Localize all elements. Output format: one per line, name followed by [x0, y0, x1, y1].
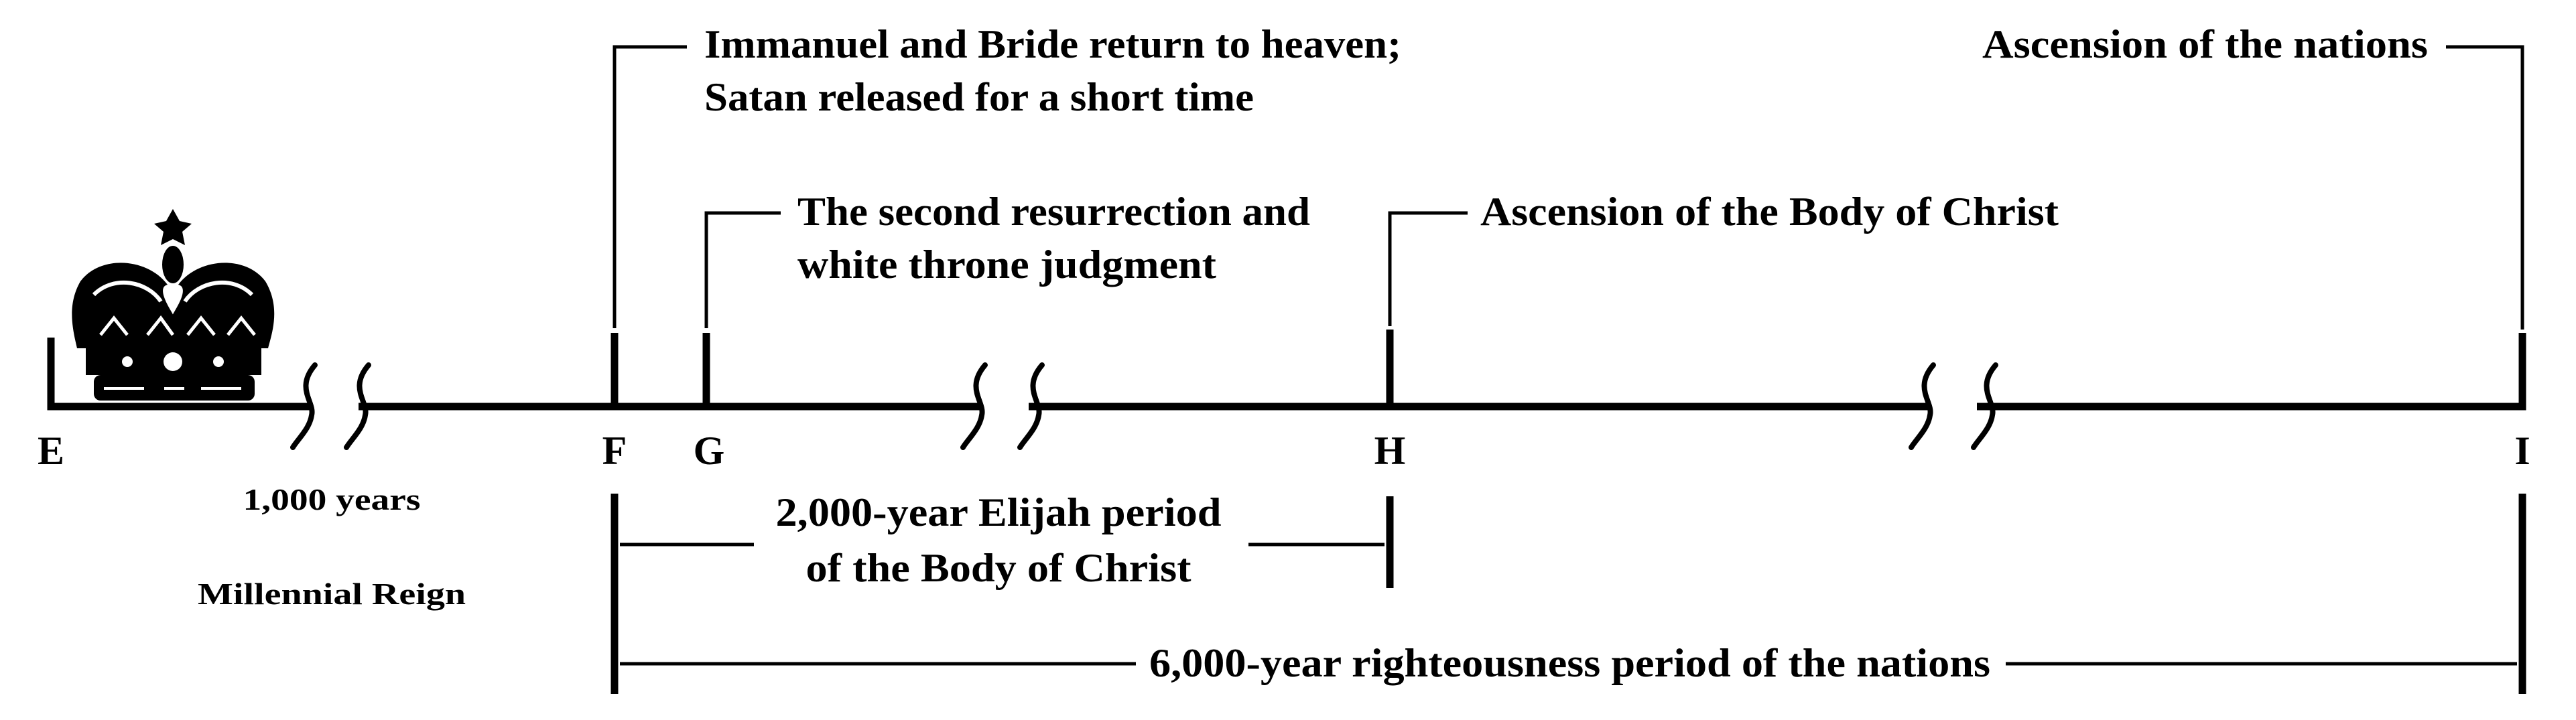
nations-period-label: 6,000-year righteousness period of the n… — [1149, 641, 1990, 685]
callout-i: Ascension of the nations — [1982, 22, 2428, 66]
callout-g-line2: white throne judgment — [797, 242, 1216, 287]
duration-label: 1,000 years — [243, 482, 421, 516]
callout-arrow-f — [613, 45, 687, 329]
callout-h: Ascension of the Body of Christ — [1480, 190, 2059, 234]
timeline-axis — [47, 330, 2526, 411]
break-mark — [960, 362, 1045, 450]
point-label-e: E — [38, 429, 64, 473]
break-mark — [290, 362, 371, 450]
callout-f-line2: Satan released for a short time — [704, 75, 1254, 119]
point-label-f: F — [602, 429, 627, 473]
point-label-h: H — [1374, 429, 1406, 473]
break-mark — [1909, 362, 1998, 450]
crown-icon — [72, 209, 275, 401]
elijah-period-line1: 2,000-year Elijah period — [776, 490, 1222, 534]
callout-arrow-i — [2446, 45, 2524, 330]
callout-g-line1: The second resurrection and — [797, 190, 1310, 234]
callout-f-line1: Immanuel and Bride return to heaven; — [704, 22, 1401, 66]
elijah-period-line2: of the Body of Christ — [806, 546, 1192, 590]
era-label: Millennial Reign — [198, 577, 466, 611]
point-label-g: G — [694, 429, 725, 473]
point-label-i: I — [2514, 429, 2530, 473]
callout-arrow-h — [1388, 211, 1468, 327]
callout-arrow-g — [704, 211, 781, 329]
